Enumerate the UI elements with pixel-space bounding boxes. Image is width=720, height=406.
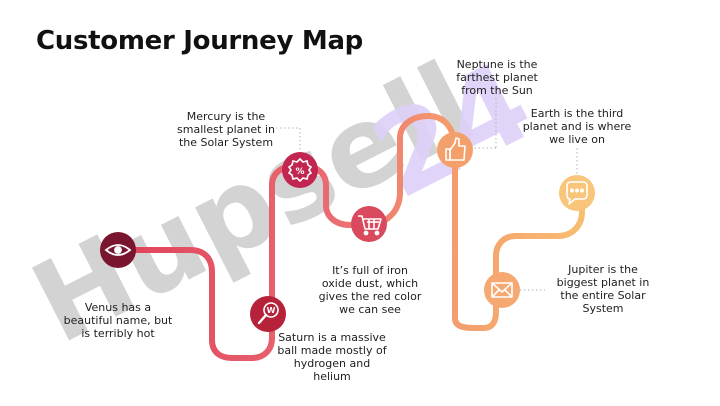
- step-venus: [100, 232, 136, 268]
- shopping-cart-icon: [358, 215, 382, 236]
- label-saturn: Saturn is a massive ball made mostly of …: [277, 331, 387, 383]
- label-earth: Earth is the third planet and is where w…: [522, 107, 632, 146]
- step-mars: [351, 206, 387, 242]
- connectors: [276, 98, 578, 291]
- eye-icon: [104, 244, 132, 256]
- label-jupiter: Jupiter is the biggest planet in the ent…: [556, 263, 650, 315]
- step-neptune: [437, 132, 473, 168]
- step-jupiter: [484, 272, 520, 308]
- thumbs-up-icon: [445, 137, 466, 161]
- page-title: Customer Journey Map: [36, 26, 363, 56]
- svg-text:W: W: [267, 306, 276, 315]
- envelope-icon: [491, 282, 513, 298]
- journey-path: [115, 113, 585, 361]
- chat-bubble-icon: [566, 181, 588, 205]
- step-saturn: W: [250, 296, 286, 332]
- label-venus: Venus has a beautiful name, but is terri…: [63, 301, 173, 340]
- svg-text:%: %: [295, 167, 304, 177]
- step-mercury: %: [282, 152, 318, 188]
- magnifier-w-icon: W: [257, 302, 279, 325]
- label-mars: It’s full of iron oxide dust, which give…: [318, 264, 422, 316]
- label-neptune: Neptune is the farthest planet from the …: [456, 58, 538, 97]
- step-earth: [559, 175, 595, 211]
- label-mercury: Mercury is the smallest planet in the So…: [177, 110, 275, 149]
- discount-badge-icon: %: [287, 157, 313, 183]
